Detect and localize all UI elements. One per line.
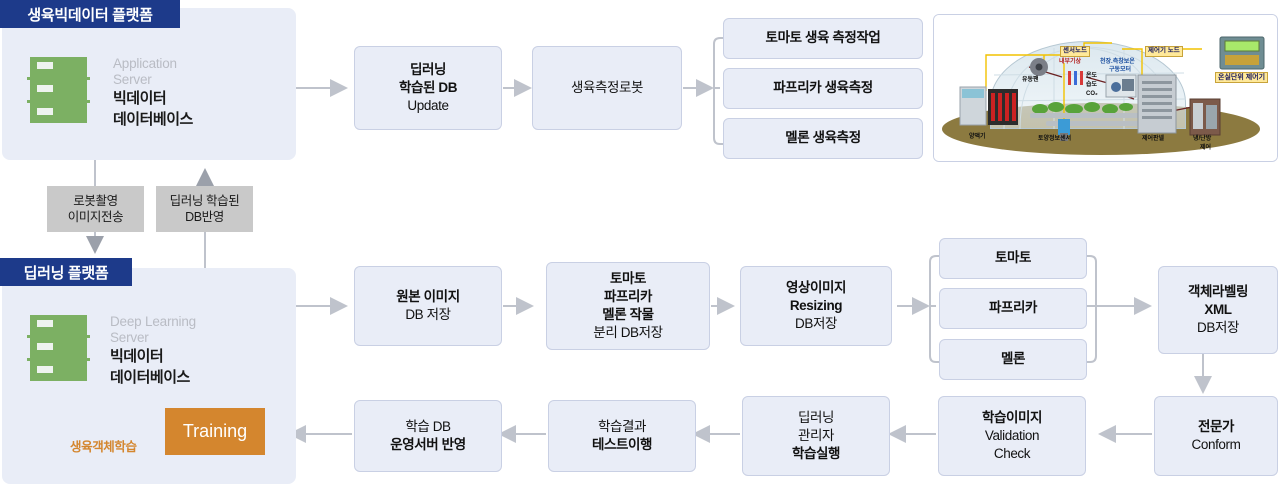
deep-admin-line1: 딥러닝 xyxy=(797,409,835,425)
box-deep-admin-train[interactable]: 딥러닝 관리자 학습실행 xyxy=(742,396,890,476)
validation-line2: Validation xyxy=(984,427,1040,443)
box-train-db-deploy[interactable]: 학습 DB 운영서버 반영 xyxy=(354,400,502,472)
greenhouse-text-cooling-heating-1: 냉/난방 xyxy=(1193,136,1212,142)
training-box[interactable]: Training xyxy=(165,408,265,455)
note-db-reflect-line1: 딥러닝 학습된 xyxy=(169,193,240,208)
platform-deeplearning-header: 딥러닝 플랫폼 xyxy=(0,258,132,286)
dl-server-sub-line1: Deep Learning xyxy=(110,314,196,329)
box-expert-conform[interactable]: 전문가 Conform xyxy=(1154,396,1278,476)
greenhouse-text-control-panel: 제어판넬 xyxy=(1142,136,1165,142)
greenhouse-label-unit-controller: 온실단위 제어기 xyxy=(1215,72,1269,84)
greenhouse-scene: 센서노드 제어기 노드 온실단위 제어기 내부기상 천장.측창보온 구동모터 온… xyxy=(934,15,1277,161)
box-tomato-measure[interactable]: 토마토 생육 측정작업 xyxy=(723,18,923,59)
deep-learning-server-label: Deep Learning Server 빅데이터 데이터베이스 xyxy=(110,314,196,387)
deep-learning-server-icon xyxy=(27,315,90,381)
origin-image-db-line1: 원본 이미지 xyxy=(396,288,460,304)
deep-db-update-line1: 딥러닝 xyxy=(409,61,447,77)
greenhouse-text-soil-sensor: 토양정보센서 xyxy=(1038,136,1072,142)
platform-bigdata-header: 생육빅데이터 플랫폼 xyxy=(0,0,180,28)
crop-split-line3: 멜론 작물 xyxy=(602,307,654,322)
greenhouse-text-co2: CO₂ xyxy=(1086,91,1098,97)
deep-admin-line2: 관리자 xyxy=(797,427,835,443)
expert-conform-line2: Conform xyxy=(1191,437,1241,452)
greenhouse-text-cooling-heating-2: 제어 xyxy=(1200,145,1212,151)
crop-split-line4: 분리 DB저장 xyxy=(593,325,663,341)
greenhouse-text-circulation-fan: 유동팬 xyxy=(1022,77,1039,83)
box-melon-measure[interactable]: 멜론 생육측정 xyxy=(723,118,923,159)
greenhouse-label-controller-node: 제어기 노드 xyxy=(1145,46,1183,57)
deep-db-update-line3: Update xyxy=(407,98,449,114)
crop-split-line1: 토마토 xyxy=(609,270,647,286)
train-result-line2: 테스트이행 xyxy=(591,437,653,452)
image-resizing-line1: 영상이미지 xyxy=(785,279,847,295)
server-main-line1: 빅데이터 xyxy=(113,89,167,107)
box-origin-image-db[interactable]: 원본 이미지 DB 저장 xyxy=(354,266,502,346)
server-sub-line1: Application xyxy=(113,56,177,71)
box-paprika-measure[interactable]: 파프리카 생육측정 xyxy=(723,68,923,109)
greenhouse-structure-lines xyxy=(959,36,1265,141)
validation-line3: Check xyxy=(993,446,1031,462)
deep-admin-line3: 학습실행 xyxy=(791,446,841,462)
box-object-labeling-xml[interactable]: 객체라벨링 XML DB저장 xyxy=(1158,266,1278,354)
train-db-deploy-line2: 운영서버 반영 xyxy=(390,437,466,452)
note-robot-capture-line1: 로봇촬영 xyxy=(73,193,118,208)
image-resizing-line2: Resizing xyxy=(789,297,843,313)
greenhouse-text-ceiling-insulation: 천장.측창보온 xyxy=(1100,59,1135,65)
greenhouse-label-sensor-node: 센서노드 xyxy=(1060,46,1090,57)
box-train-image-validation[interactable]: 학습이미지 Validation Check xyxy=(938,396,1086,476)
server-main-line2: 데이터베이스 xyxy=(113,110,193,128)
box-growth-robot[interactable]: 생육측정로봇 xyxy=(532,46,682,130)
note-robot-capture-line2: 이미지전송 xyxy=(67,210,124,224)
box-crop-split-db[interactable]: 토마토 파프리카 멜론 작물 분리 DB저장 xyxy=(546,262,710,350)
validation-line1: 학습이미지 xyxy=(981,409,1043,425)
server-sub-line2: Server xyxy=(113,71,152,87)
box-image-resizing[interactable]: 영상이미지 Resizing DB저장 xyxy=(740,266,892,346)
train-result-line1: 학습결과 xyxy=(597,418,647,434)
dl-server-main-line2: 데이터베이스 xyxy=(110,368,190,386)
greenhouse-illustration: 센서노드 제어기 노드 온실단위 제어기 내부기상 천장.측창보온 구동모터 온… xyxy=(933,14,1278,162)
image-resizing-line3: DB저장 xyxy=(794,316,837,332)
note-robot-capture: 로봇촬영 이미지전송 xyxy=(47,186,144,232)
box-crop-paprika[interactable]: 파프리카 xyxy=(939,288,1087,329)
growth-robot-label: 생육측정로봇 xyxy=(570,79,644,95)
labeling-line3: DB저장 xyxy=(1196,320,1239,336)
labeling-line2: XML xyxy=(1204,301,1232,317)
dl-server-main-line1: 빅데이터 xyxy=(110,347,164,365)
labeling-line1: 객체라벨링 xyxy=(1187,283,1249,299)
note-db-reflect-line2: DB반영 xyxy=(185,210,224,224)
box-crop-tomato[interactable]: 토마토 xyxy=(939,238,1087,279)
box-crop-melon[interactable]: 멜론 xyxy=(939,339,1087,380)
expert-conform-line1: 전문가 xyxy=(1197,418,1235,434)
train-db-deploy-line1: 학습 DB xyxy=(405,418,451,434)
crop-split-line2: 파프리카 xyxy=(603,288,653,304)
greenhouse-text-drive-motor: 구동모터 xyxy=(1109,67,1132,73)
greenhouse-text-internal-weather: 내부기상 xyxy=(1059,59,1082,65)
application-server-label: Application Server 빅데이터 데이터베이스 xyxy=(113,56,193,129)
deep-db-update-line2: 학습된 DB xyxy=(398,79,458,95)
note-db-reflect: 딥러닝 학습된 DB반영 xyxy=(156,186,253,232)
box-deep-db-update[interactable]: 딥러닝 학습된 DB Update xyxy=(354,46,502,130)
training-caption: 생육객체학습 xyxy=(70,440,137,454)
greenhouse-text-nutrient-machine: 양액기 xyxy=(969,134,986,140)
greenhouse-text-humidity: 습도 xyxy=(1086,82,1098,88)
application-server-icon xyxy=(27,57,90,123)
greenhouse-text-temperature: 온도 xyxy=(1086,73,1098,79)
origin-image-db-line2: DB 저장 xyxy=(405,307,451,322)
dl-server-sub-line2: Server xyxy=(110,329,149,345)
box-train-result-test[interactable]: 학습결과 테스트이행 xyxy=(548,400,696,472)
